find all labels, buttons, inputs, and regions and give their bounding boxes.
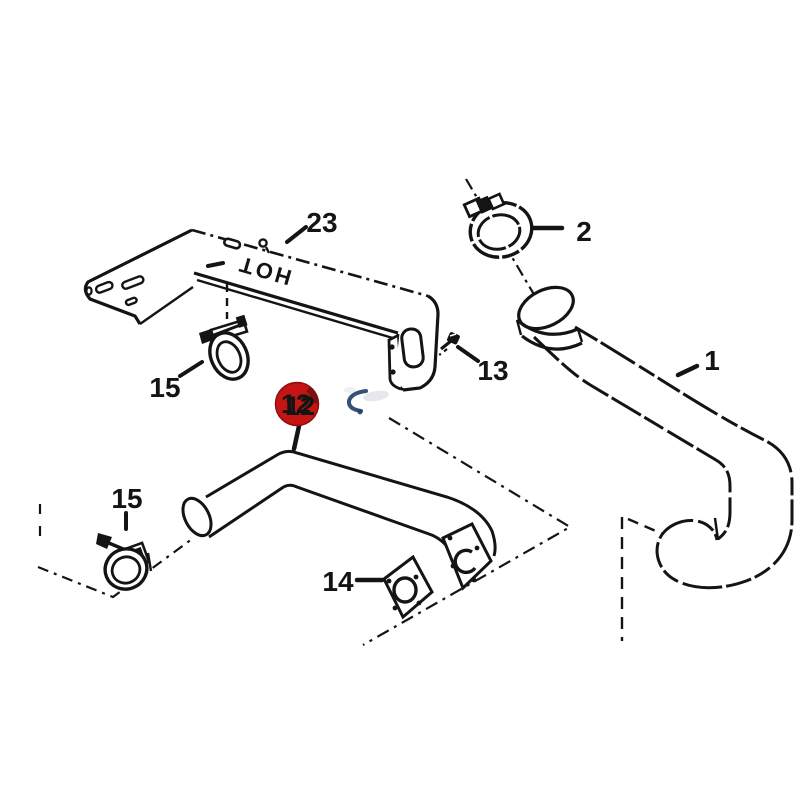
- callout-14-label[interactable]: 14: [322, 566, 354, 597]
- bracket-topface-fill: [192, 230, 428, 333]
- part-hose-1: [515, 285, 794, 590]
- callout-13-label[interactable]: 13: [477, 355, 508, 386]
- hose-outer-edge: [574, 325, 794, 590]
- callout-1-leader: [675, 363, 700, 378]
- hose-rib-2: [521, 334, 583, 351]
- flange-hole-1: [447, 535, 453, 541]
- gasket-hole-4: [416, 600, 422, 606]
- mount-end-hole: [85, 286, 93, 296]
- highlight-circle[interactable]: [274, 381, 320, 427]
- hose-ribbed-end: [515, 285, 584, 351]
- callout-13-leader: [456, 345, 480, 363]
- bracket-mount-slots: [85, 275, 145, 307]
- hose-rib-side: [515, 319, 584, 343]
- bracket-flange-hole-bottom: [390, 369, 396, 375]
- gasket-hole-1: [386, 578, 392, 584]
- bracket-fold-edge: [193, 271, 399, 335]
- callout-15-upper-leader: [178, 360, 204, 378]
- centerline-lowerleft-bent: [37, 538, 193, 599]
- callout-13[interactable]: 13: [456, 345, 509, 386]
- callout-1[interactable]: 1: [675, 345, 720, 378]
- hose-inner-edge: [532, 335, 732, 541]
- clamp2-band-inner: [476, 213, 522, 251]
- callout-15-lower[interactable]: 15: [111, 483, 143, 531]
- bracket-stamp-marks: [206, 237, 271, 268]
- artifact-blue-dot: [357, 409, 363, 415]
- clamp15l-ring-inner: [110, 555, 142, 585]
- pipe12-flange-bore: [453, 548, 477, 575]
- mount-slot-2: [121, 275, 145, 290]
- callout-23-leader: [285, 225, 308, 244]
- artifact-smudge-1: [363, 390, 389, 402]
- part-clamp-15-upper: [199, 314, 250, 381]
- bolt13-head: [447, 332, 460, 345]
- part-pipe-12: [181, 449, 497, 591]
- clamp15u-ring-inner: [215, 340, 243, 374]
- callout-23-label[interactable]: 23: [306, 207, 337, 238]
- hose-rib-1: [515, 318, 579, 336]
- clamp2-screw-cap: [486, 192, 506, 211]
- callout-14[interactable]: 14: [322, 566, 385, 597]
- bracket-handle-slot: [400, 327, 425, 369]
- callout-2[interactable]: 2: [530, 216, 592, 247]
- pipe12-body-fill: [206, 451, 495, 556]
- bracket-fold-edge-2: [196, 278, 397, 341]
- artifact-blue-arrow: [346, 389, 368, 413]
- hose-end-cap: [517, 285, 575, 331]
- clamp15l-band-tick: [146, 552, 153, 572]
- part-clamp-2: [462, 192, 534, 259]
- part-bracket-23: HOT: [83, 228, 440, 392]
- artifact-smudge-2: [344, 387, 356, 393]
- callout-12-highlight-badge[interactable]: 12 12: [274, 381, 320, 452]
- mount-slot-1: [94, 280, 114, 294]
- highlight-circle-shade: [306, 387, 319, 404]
- stamp-ring: [258, 238, 268, 248]
- scan-artifact: [344, 387, 389, 415]
- callouts: 23 2 1 13 15 15 14 1: [111, 207, 719, 597]
- callout-12-leader: [291, 423, 302, 452]
- pipe12-flange: [441, 522, 493, 591]
- bracket-flange-hole-top: [389, 344, 395, 350]
- hose-tip-edge: [713, 517, 720, 541]
- pipe12-open-end: [181, 496, 213, 538]
- callout-12-label[interactable]: 12: [281, 389, 311, 419]
- mount-slot-3: [124, 296, 138, 307]
- gasket-hole-2: [413, 574, 419, 580]
- callout-23[interactable]: 23: [285, 207, 338, 244]
- flange-hole-2: [474, 545, 480, 551]
- bolt13-head-glint: [449, 333, 457, 337]
- callout-1-label[interactable]: 1: [704, 345, 720, 376]
- flange-hole-4: [450, 563, 456, 569]
- centerline-flange-gasket: [362, 417, 573, 646]
- callout-12-label-shadow: 12: [285, 391, 315, 421]
- pipe12-flange-plate: [441, 522, 493, 591]
- callout-2-label[interactable]: 2: [576, 216, 592, 247]
- stamp-dash: [206, 261, 225, 268]
- gasket-bore: [392, 576, 418, 604]
- bracket-left-crease: [139, 286, 194, 325]
- flange-hole-3: [471, 577, 477, 583]
- callout-15-upper[interactable]: 15: [149, 360, 204, 403]
- part-clamp-15-lower: [96, 533, 153, 591]
- bolt13-shaft: [440, 339, 452, 351]
- pipe12-top-edge: [205, 449, 497, 557]
- part-bolt-13: [440, 332, 460, 351]
- stamp-ring-tail: [264, 246, 271, 254]
- bracket-endwall-outline: [402, 294, 440, 392]
- callout-15-upper-label[interactable]: 15: [149, 372, 180, 403]
- callout-15-lower-label[interactable]: 15: [111, 483, 142, 514]
- part-gasket-14: [382, 554, 434, 620]
- clamp2-screw-housing: [462, 192, 506, 219]
- hose-body-fill: [534, 327, 792, 588]
- gasket-hole-3: [392, 605, 398, 611]
- clamp15u-bolt-shaft: [205, 322, 244, 340]
- stamp-slot: [223, 237, 242, 250]
